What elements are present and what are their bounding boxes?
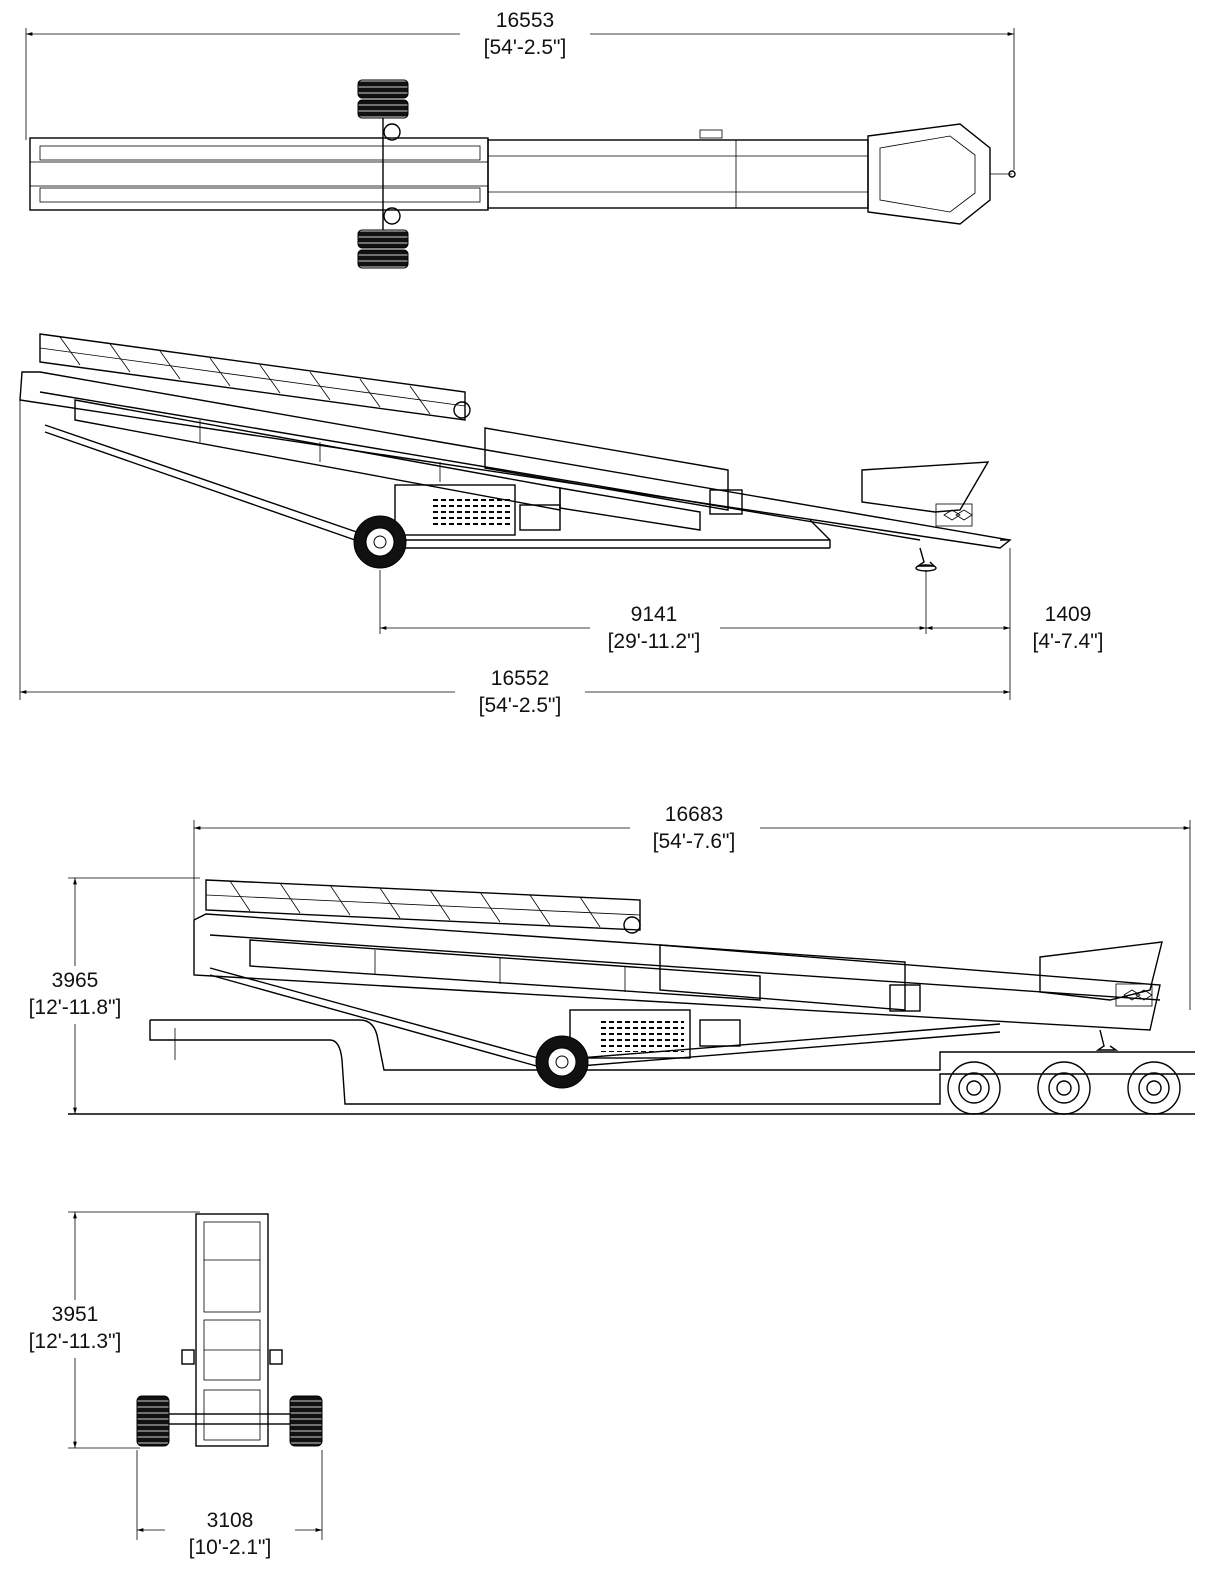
lowboy-trailer	[149, 1019, 1195, 1115]
end-width-mm: 3108	[207, 1509, 254, 1532]
axle-to-jack-imperial: [29'-11.2"]	[608, 630, 701, 653]
tire-icon	[289, 1395, 323, 1447]
transport-length-mm: 16683	[665, 803, 723, 826]
transport-length-imperial: [54'-7.6"]	[653, 830, 736, 853]
top-view-conveyor	[29, 79, 1016, 269]
side-length-imperial: [54'-2.5"]	[479, 694, 562, 717]
trailer-wheel	[947, 1061, 1001, 1115]
axle-to-jack-mm: 9141	[631, 603, 678, 626]
side-view-conveyor	[19, 333, 1012, 572]
end-view-conveyor	[136, 1213, 323, 1447]
trailer-wheel	[1127, 1061, 1181, 1115]
end-view: 3951 [12'-11.3"] 3108 [10'-2.1"]	[10, 1211, 323, 1564]
transport-view: 16683 [54'-7.6"] 3965 [12'-11.8"]	[10, 800, 1195, 1115]
side-length-mm: 16552	[491, 667, 549, 690]
end-height-mm: 3951	[52, 1303, 99, 1326]
end-height-imperial: [12'-11.3"]	[29, 1330, 122, 1353]
jack-to-end-mm: 1409	[1045, 603, 1092, 626]
top-view: 16553 [54'-2.5"]	[25, 6, 1016, 269]
end-width-imperial: [10'-2.1"]	[189, 1536, 272, 1559]
tire-icon	[136, 1395, 170, 1447]
trailer-wheel	[1037, 1061, 1091, 1115]
transport-height-mm: 3965	[52, 969, 99, 992]
transport-height-imperial: [12'-11.8"]	[29, 996, 122, 1019]
transport-conveyor	[193, 879, 1163, 1089]
top-length-imperial: [54'-2.5"]	[484, 36, 567, 59]
side-view: 9141 [29'-11.2"] 1409 [4'-7.4"] 16552 [5…	[19, 333, 1104, 722]
top-length-mm: 16553	[496, 9, 554, 32]
jack-to-end-imperial: [4'-7.4"]	[1033, 630, 1104, 653]
